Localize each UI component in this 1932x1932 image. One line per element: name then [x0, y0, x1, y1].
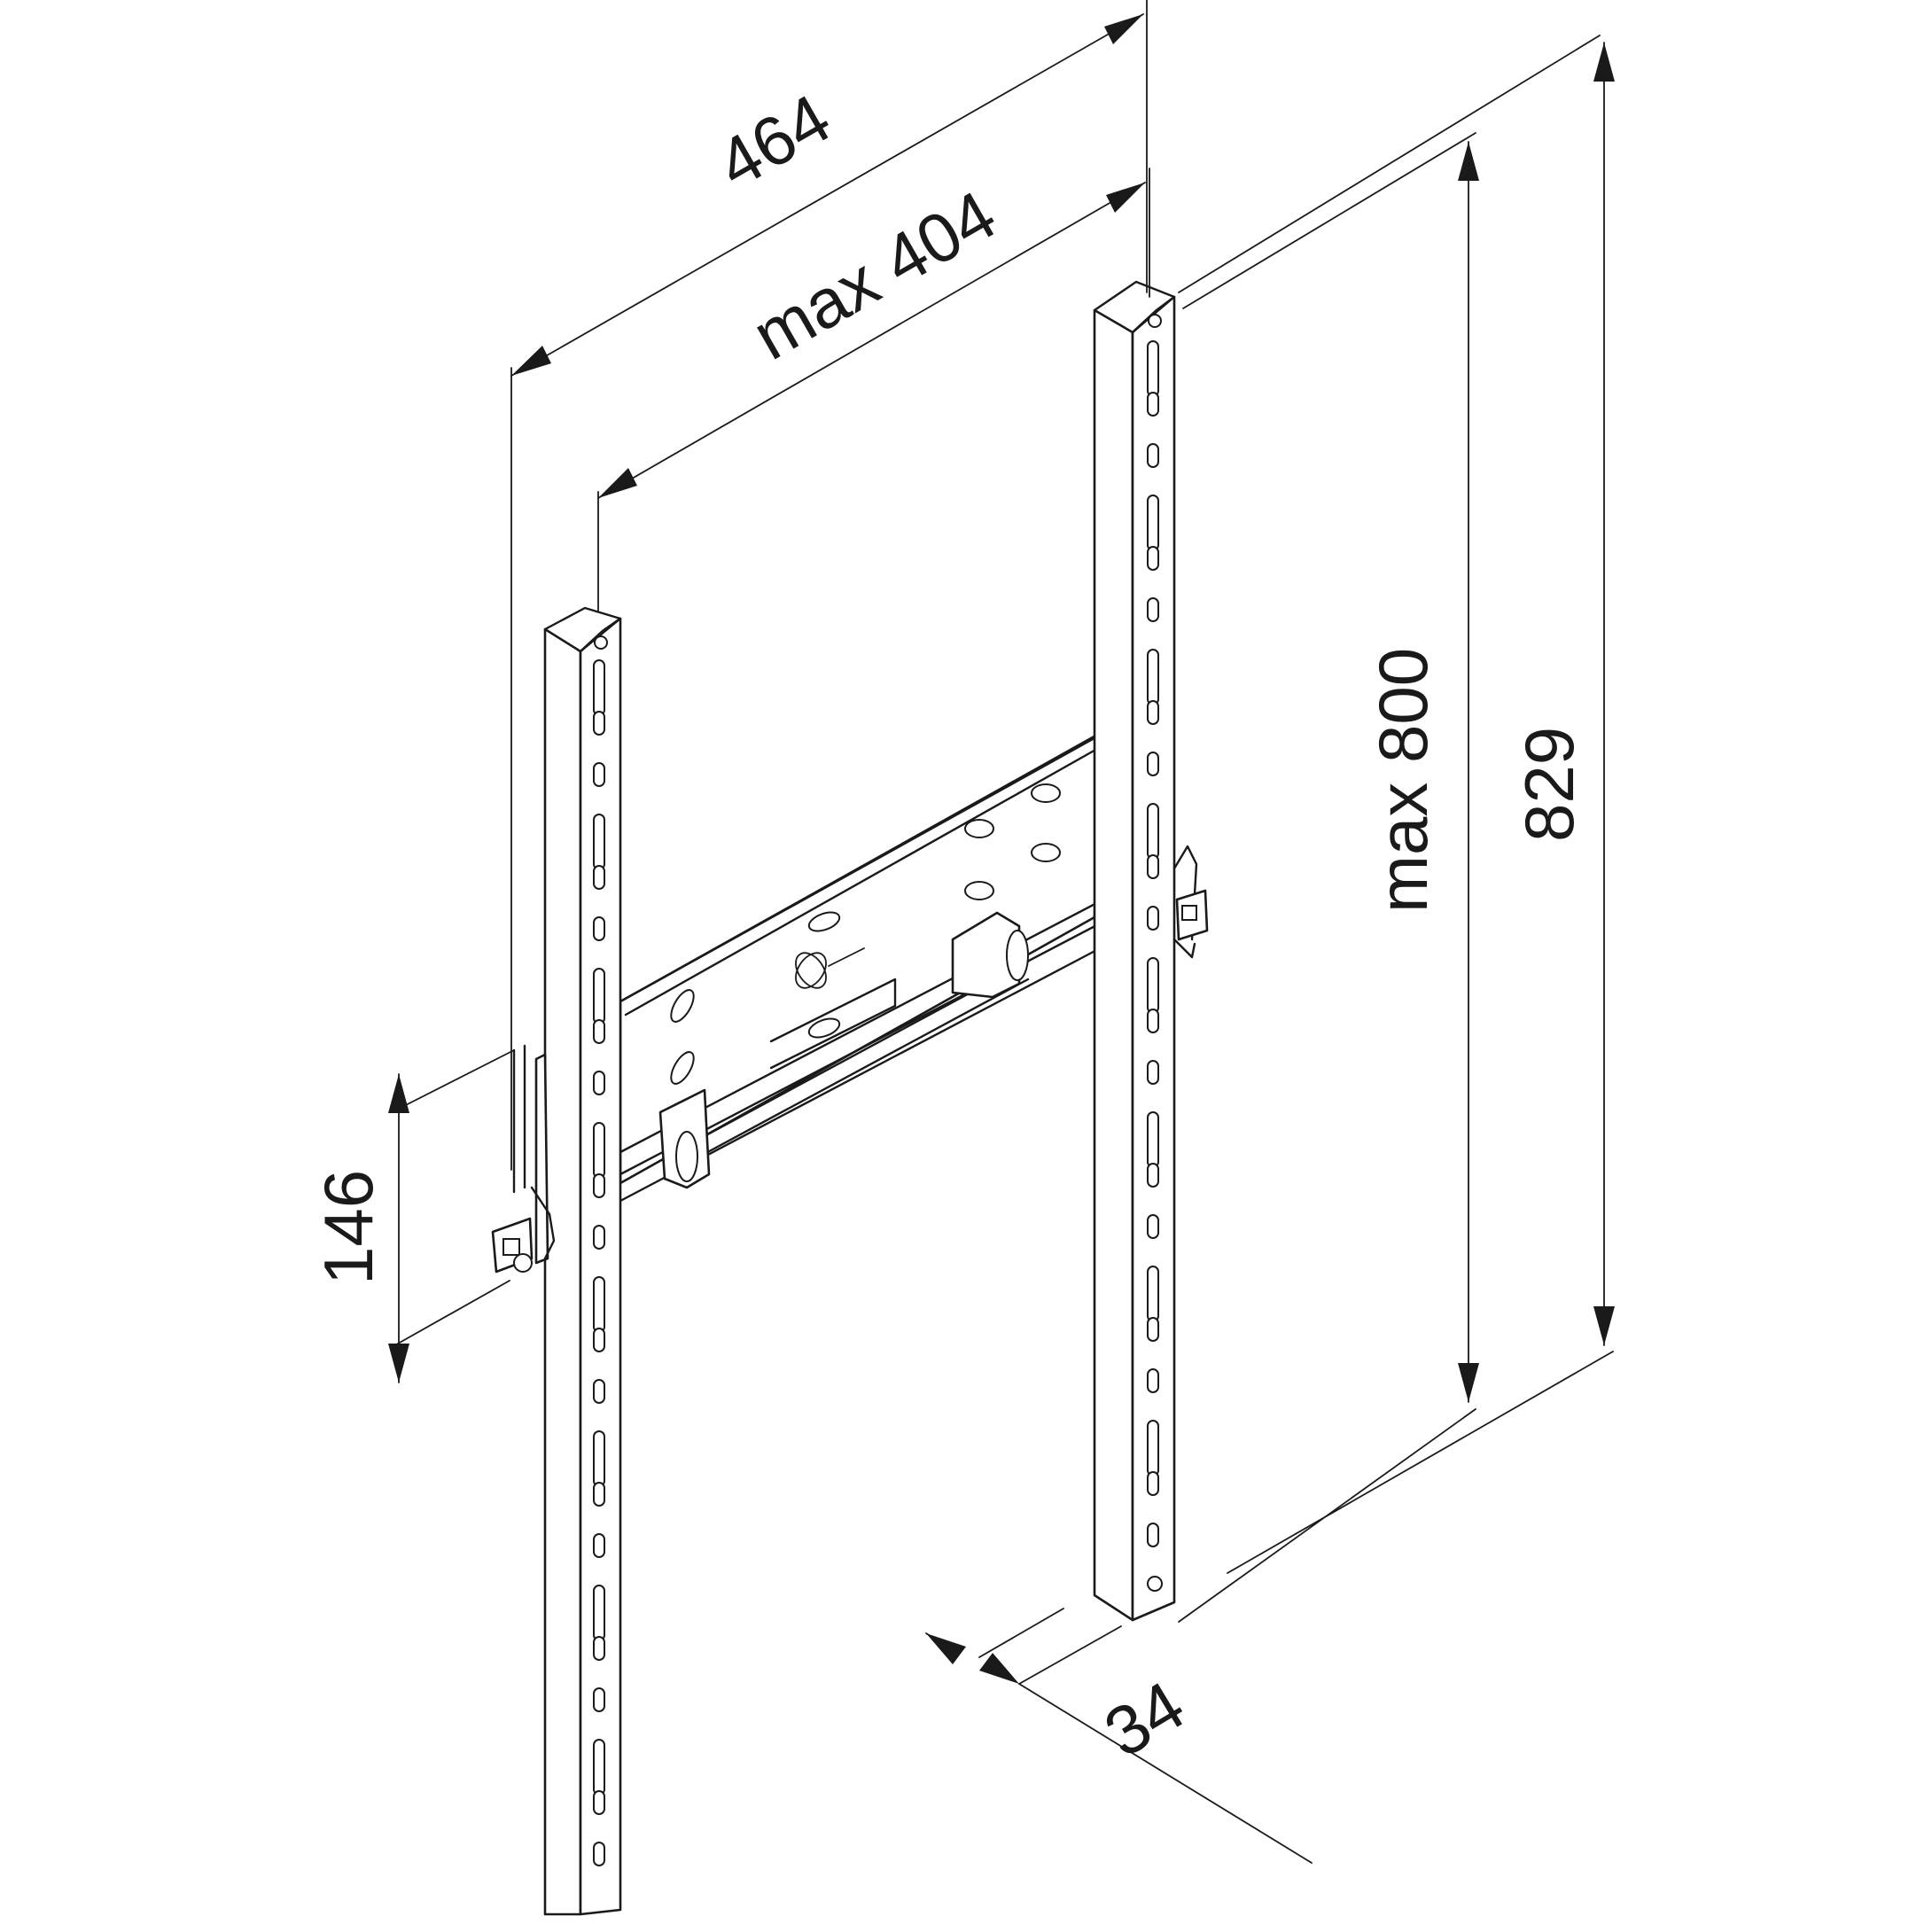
left-vertical-rail: [543, 606, 622, 1916]
arrow-146-bottom: [388, 1344, 409, 1383]
rail-slot: [1147, 700, 1159, 725]
rail-slot: [593, 659, 605, 716]
rail-slot: [593, 1019, 605, 1044]
arrow-464-right: [1104, 14, 1143, 44]
dim-lock-offset-label: 146: [309, 1170, 387, 1285]
rail-slot: [593, 1173, 605, 1198]
rail-slot: [593, 1379, 605, 1404]
dim-max-width-label: max 404: [740, 175, 1009, 375]
rail-slot: [593, 1122, 605, 1179]
rail-slot: [593, 1533, 605, 1558]
dim-overall-height-label: 829: [1510, 727, 1588, 842]
rail-slot: [1147, 1111, 1159, 1168]
rail-slot: [593, 1276, 605, 1333]
arrow-146-top: [388, 1074, 409, 1113]
arrow-800-bottom: [1458, 1363, 1479, 1402]
rail-slot: [1147, 906, 1159, 931]
rail-slot: [1147, 1266, 1159, 1322]
rail-slot: [1147, 854, 1159, 879]
rail-slot: [1147, 597, 1159, 622]
rail-slot: [593, 1071, 605, 1095]
rail-slot: [593, 1328, 605, 1352]
arrow-464-left: [511, 346, 551, 376]
right-vertical-rail: [1093, 280, 1176, 1622]
rail-slots-right: [1147, 340, 1159, 1547]
rail-slot: [1147, 957, 1159, 1014]
arrow-34-right: [979, 1653, 1019, 1684]
rail-slot: [1147, 1317, 1159, 1342]
rail-slot: [1147, 495, 1159, 551]
arrow-404-left: [598, 468, 637, 498]
rail-slot: [593, 1585, 605, 1641]
rail-slot: [1147, 649, 1159, 705]
rail-slot: [593, 1482, 605, 1507]
arrow-34-left: [926, 1633, 966, 1664]
dim-depth-label: 34: [1091, 1665, 1197, 1772]
rail-slot: [1147, 1368, 1159, 1393]
brand-logo: [795, 947, 865, 989]
rail-slot: [1147, 1471, 1159, 1496]
rail-slot: [593, 1636, 605, 1661]
rail-slot: [593, 762, 605, 787]
rail-slot: [593, 1842, 605, 1866]
rail-slot: [593, 1225, 605, 1250]
rail-slot: [1147, 1420, 1159, 1476]
rail-slot: [1147, 1523, 1159, 1547]
rail-slot: [1147, 443, 1159, 468]
rail-slot: [1147, 546, 1159, 571]
safety-lock-left: [491, 1044, 556, 1274]
dimension-lines: [388, 0, 1615, 1864]
rail-slot: [593, 1430, 605, 1487]
rail-slot: [1147, 340, 1159, 397]
mounting-plate: [619, 729, 1105, 1185]
rail-slot: [593, 1790, 605, 1815]
arrow-829-bottom: [1593, 1306, 1615, 1345]
arrow-800-top: [1458, 142, 1479, 181]
rail-slot: [593, 865, 605, 890]
rail-slot: [593, 1687, 605, 1712]
rail-slots-left: [593, 659, 605, 1866]
rail-slot: [1147, 752, 1159, 776]
slide-block-left: [658, 1088, 711, 1189]
rail-slot: [1147, 803, 1159, 860]
rail-slot: [1147, 1163, 1159, 1188]
rail-slot: [1147, 1060, 1159, 1085]
rail-slot: [593, 814, 605, 870]
arrow-404-right: [1106, 183, 1145, 213]
rail-slot: [593, 1739, 605, 1796]
dim-overall-width-label: 464: [705, 79, 844, 204]
rail-slot: [593, 711, 605, 736]
dim-max-height-label: max 800: [1364, 648, 1442, 913]
rail-slot: [1147, 1214, 1159, 1239]
safety-lock-right: [1172, 845, 1209, 959]
rail-slot: [593, 916, 605, 941]
slide-block-right: [951, 911, 1029, 999]
rail-slot: [593, 968, 605, 1024]
rail-slot: [1147, 1009, 1159, 1033]
arrow-829-top: [1593, 43, 1615, 82]
rail-slot: [1147, 392, 1159, 417]
